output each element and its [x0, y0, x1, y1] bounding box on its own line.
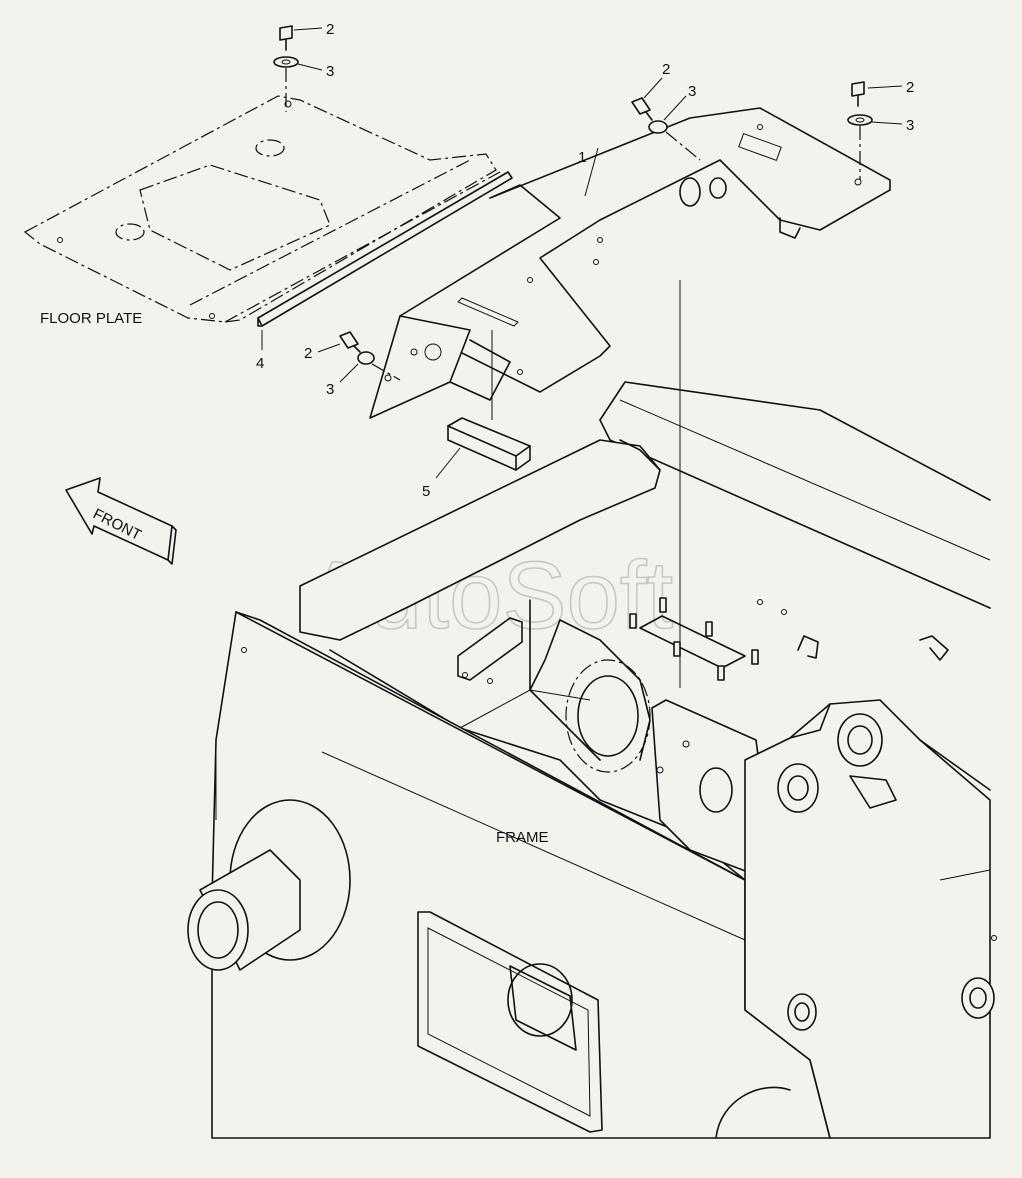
- callout-5: 5: [422, 483, 430, 500]
- floor-plate-label: FLOOR PLATE: [40, 310, 142, 327]
- callout-2-top-left: 2: [326, 21, 334, 38]
- part-5-block: 5: [422, 330, 531, 500]
- callout-4: 4: [256, 355, 264, 372]
- callout-2-top-right: 2: [906, 79, 914, 96]
- callout-2-top-center: 2: [662, 61, 670, 78]
- callout-3-top-right: 3: [906, 117, 914, 134]
- pivot-bushing-left: [187, 799, 351, 971]
- callout-2-left: 2: [304, 345, 312, 362]
- front-arrow: FRONT: [65, 477, 177, 565]
- frame-label: FRAME: [496, 829, 549, 846]
- hardware-set-top-left: 2 3: [273, 21, 334, 112]
- floor-plate: FLOOR PLATE: [23, 95, 501, 327]
- machine-frame: FRAME: [187, 381, 997, 1139]
- callout-3-top-left: 3: [326, 63, 334, 80]
- hardware-set-top-right: 2 3: [847, 79, 914, 180]
- part-4-seal-strip: 4: [256, 171, 513, 372]
- callout-3-top-center: 3: [688, 83, 696, 100]
- hardware-set-left: 2 3: [304, 331, 401, 398]
- callout-1: 1: [578, 149, 586, 166]
- mounting-studs: [629, 597, 759, 681]
- callout-3-left: 3: [326, 381, 334, 398]
- part-1-mounting-bracket: 1: [369, 107, 891, 419]
- hardware-set-top-center: 2 3: [631, 61, 701, 161]
